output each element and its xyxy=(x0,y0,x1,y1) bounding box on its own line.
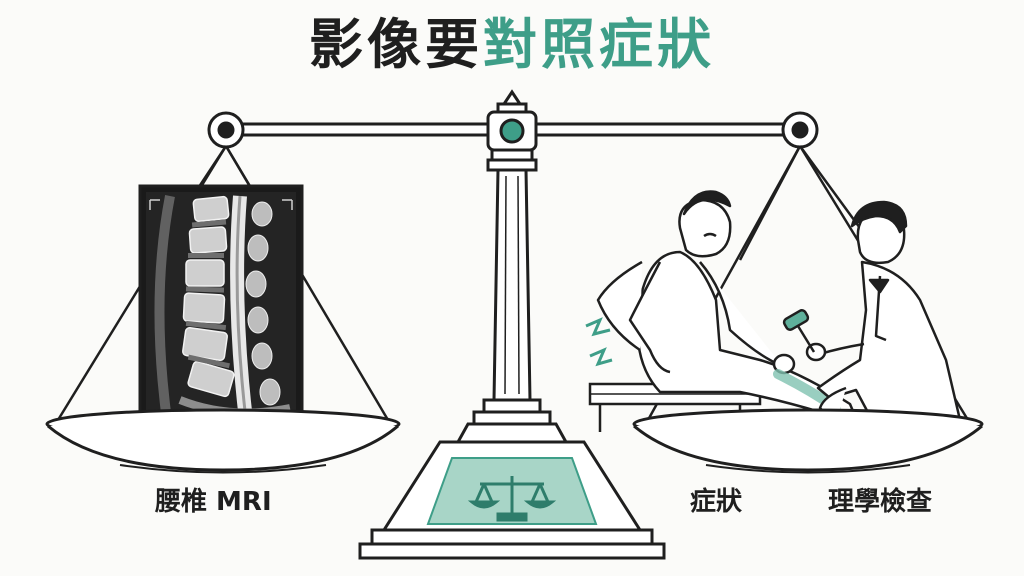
doctor-figure xyxy=(805,200,962,422)
symptoms-label: 症狀 xyxy=(690,487,743,517)
reflex-hammer-icon xyxy=(782,309,816,353)
title-part-accent: 對照症狀 xyxy=(483,13,715,76)
scale-of-justice-icon xyxy=(467,476,557,522)
page-title: 影像要對照症狀 xyxy=(0,10,1024,80)
spine-mri-scan xyxy=(138,184,304,436)
pain-spark-icon xyxy=(585,317,613,367)
left-scale-pan xyxy=(45,408,401,474)
right-scale-pan xyxy=(632,408,984,474)
scale-pillar xyxy=(455,89,569,444)
title-part-plain: 影像要 xyxy=(309,13,483,76)
left-pan-label: 腰椎 MRI xyxy=(155,487,272,517)
scale-base xyxy=(358,440,666,560)
physical-exam-label: 理學檢查 xyxy=(828,487,933,517)
scale-beam xyxy=(207,111,819,149)
